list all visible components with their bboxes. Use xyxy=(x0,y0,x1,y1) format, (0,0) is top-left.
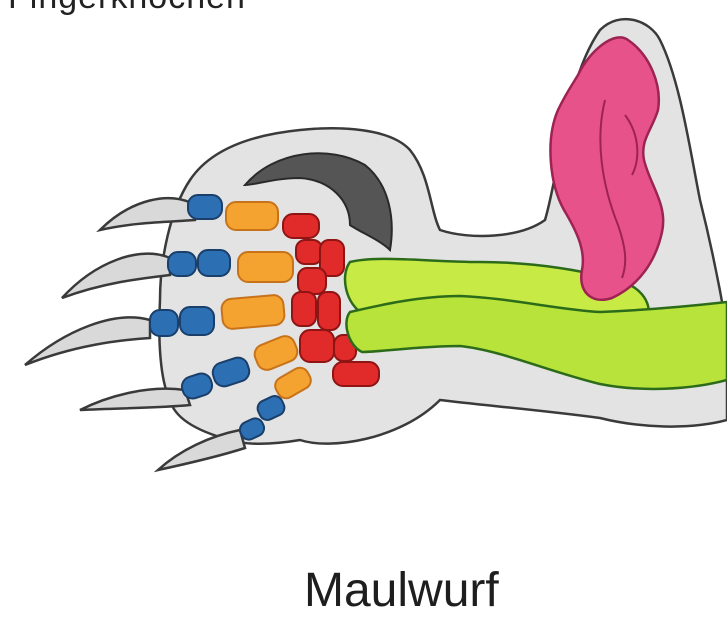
bone-red xyxy=(318,292,340,330)
bone-orange xyxy=(238,252,293,282)
bone-blue xyxy=(150,310,178,336)
bone-red xyxy=(283,214,319,238)
bone-blue xyxy=(168,252,196,276)
bone-red xyxy=(333,362,379,386)
bone-orange xyxy=(221,294,285,329)
bone-red xyxy=(298,268,326,294)
bone-red xyxy=(296,240,322,264)
bone-red xyxy=(300,330,334,362)
claw-3 xyxy=(25,317,150,365)
claw-5 xyxy=(158,430,245,470)
claw-2 xyxy=(62,254,170,298)
bone-red xyxy=(292,292,316,326)
bone-blue xyxy=(180,307,214,335)
species-caption: Maulwurf xyxy=(304,563,499,618)
bone-blue xyxy=(198,250,230,276)
claw-4 xyxy=(80,389,190,410)
bone-blue xyxy=(188,195,222,219)
bone-orange xyxy=(226,202,278,230)
